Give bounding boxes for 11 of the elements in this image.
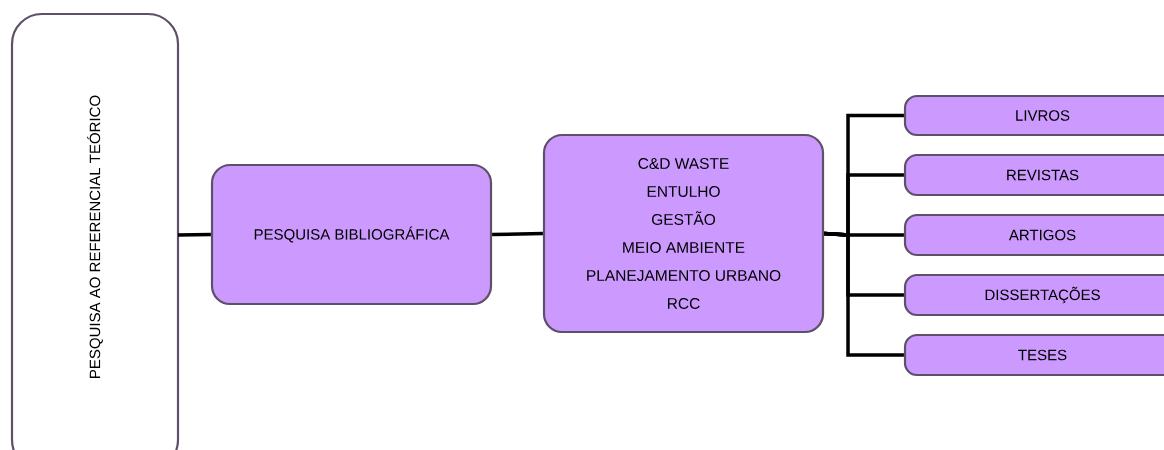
connector-line xyxy=(824,231,904,357)
rounded-box: DISSERTAÇÕES xyxy=(903,273,1164,317)
rounded-box: LIVROS xyxy=(903,94,1164,137)
rounded-box: REVISTAS xyxy=(903,153,1164,197)
connector-line xyxy=(177,232,211,237)
rounded-box: PESQUISA AO REFERENCIAL TEÓRICO xyxy=(10,12,180,450)
rounded-box: TESES xyxy=(903,333,1164,377)
rounded-box: C&D WASTE ENTULHO GESTÃO MEIO AMBIENTE PLANEJAMENTO URBANO RCC xyxy=(542,133,825,334)
connector-line xyxy=(492,231,543,237)
rounded-box: PESQUISA BIBLIOGRÁFICA xyxy=(210,163,493,306)
rounded-box: ARTIGOS xyxy=(903,213,1164,257)
